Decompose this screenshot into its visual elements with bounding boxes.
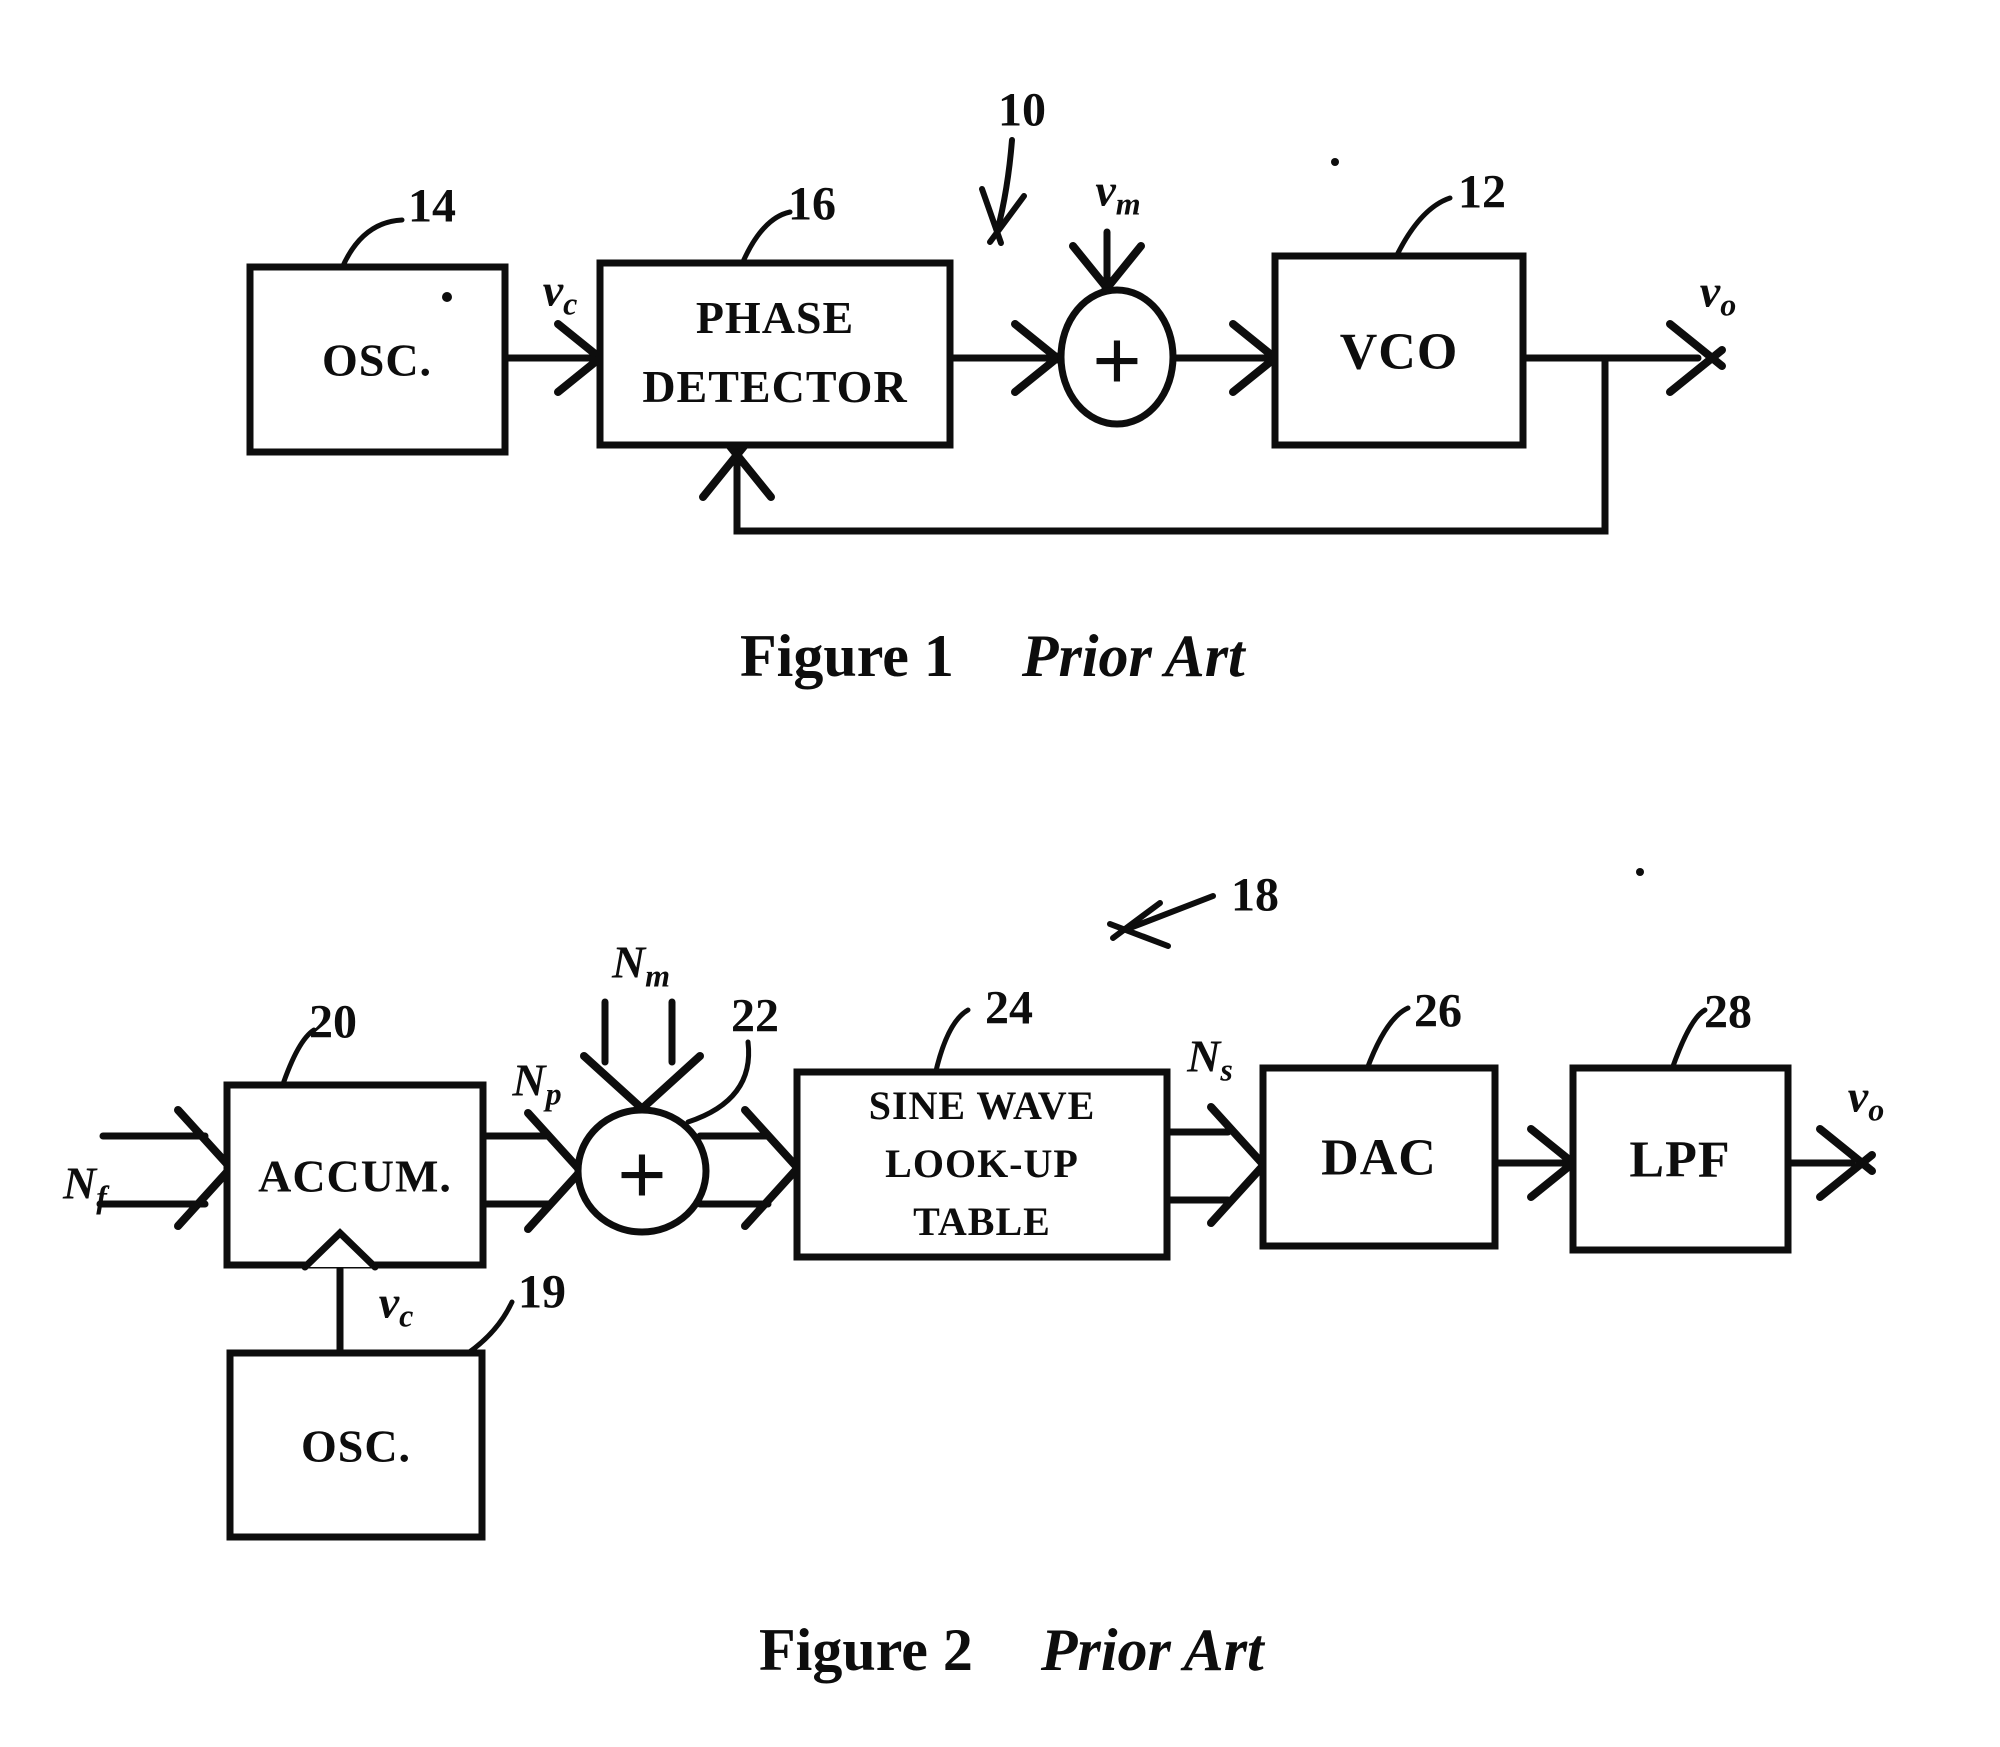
- ref-26: 26: [1414, 984, 1462, 1038]
- fig2-summer-plus: +: [616, 1127, 668, 1224]
- figure2-caption: Figure 2 Prior Art: [759, 1616, 1264, 1685]
- accum-box: [223, 1081, 487, 1269]
- fig2-summing-junction: [574, 1106, 710, 1236]
- figure1-caption-title: Figure 1: [740, 623, 954, 689]
- fig1-summing-junction: [1057, 286, 1177, 428]
- signal-nm: Nm: [611, 936, 671, 994]
- signal-ns: Ns: [1187, 1030, 1233, 1088]
- figure2-caption-note: Prior Art: [1040, 1617, 1264, 1683]
- figure2-caption-title: Figure 2: [759, 1617, 973, 1683]
- fig2-scan-speck: [1636, 868, 1644, 876]
- fig1-ref-leaders: [339, 137, 1453, 271]
- lpf-box: [1569, 1064, 1792, 1254]
- sine-table-line1: SINE WAVE: [868, 1083, 1096, 1128]
- ref-20: 20: [309, 995, 357, 1049]
- signal-vo-fig1: vo: [1699, 265, 1737, 323]
- fig1-scan-specks: [442, 158, 1339, 302]
- phase-detector-label: PHASE DETECTOR: [642, 283, 907, 421]
- lpf-label: LPF: [1629, 1131, 1731, 1189]
- dac-label: DAC: [1321, 1129, 1437, 1187]
- fig1-boxes: [246, 252, 1527, 456]
- signal-vo-fig2: vo: [1847, 1070, 1885, 1128]
- ref-16: 16: [788, 177, 836, 231]
- signal-vm: vm: [1095, 164, 1141, 222]
- fig2-connectors: [336, 1159, 1856, 1357]
- leader-arrow-10: [994, 137, 1015, 235]
- sine-table-label: SINE WAVE LOOK-UP TABLE: [869, 1077, 1096, 1251]
- phase-detector-line1: PHASE: [695, 292, 855, 343]
- leader-arrow-18: [1127, 893, 1216, 931]
- fig2-ref-leaders: [279, 893, 1708, 1356]
- vco-box: [1271, 252, 1527, 449]
- leader-28: [1669, 1007, 1708, 1072]
- ref-24: 24: [985, 981, 1033, 1035]
- phase-detector-box: [596, 259, 954, 449]
- leader-14: [339, 217, 405, 271]
- fig2-bus-lines: [96, 998, 1232, 1208]
- osc2-label: OSC.: [300, 1420, 412, 1472]
- ref-10: 10: [998, 83, 1046, 137]
- ref-18: 18: [1231, 868, 1279, 922]
- leader-19: [465, 1299, 515, 1356]
- figure1-caption-note: Prior Art: [1021, 623, 1245, 689]
- ref-12: 12: [1458, 165, 1506, 219]
- fig1-feedback-line: [733, 354, 1609, 535]
- osc-label: OSC.: [321, 334, 433, 386]
- signal-np: Np: [512, 1054, 562, 1112]
- leader-16: [739, 209, 793, 267]
- signal-vc-fig2: vc: [378, 1276, 414, 1334]
- ref-22: 22: [731, 989, 779, 1043]
- leader-12: [1393, 195, 1453, 260]
- sine-table-line2: LOOK-UP: [885, 1141, 1079, 1186]
- signal-nf: Nf: [63, 1157, 107, 1215]
- phase-detector-line2: DETECTOR: [642, 361, 908, 412]
- accum-clock-wedge-icon: [301, 1228, 379, 1271]
- sine-table-box: [793, 1068, 1171, 1261]
- ref-28: 28: [1704, 985, 1752, 1039]
- sine-table-line3: TABLE: [913, 1199, 1051, 1244]
- ref-14: 14: [408, 179, 456, 233]
- dac-box: [1259, 1064, 1499, 1250]
- fig1-summer-plus: +: [1091, 313, 1143, 410]
- signal-vc: vc: [542, 264, 578, 322]
- osc2-box: [226, 1349, 486, 1541]
- fig1-connectors: [501, 228, 1702, 535]
- osc-box: [246, 263, 509, 456]
- leader-24: [932, 1007, 971, 1078]
- leader-20: [279, 1027, 317, 1090]
- accum-label: ACCUM.: [258, 1150, 452, 1202]
- vco-label: VCO: [1339, 323, 1459, 381]
- leader-22: [685, 1039, 752, 1125]
- figure1-caption: Figure 1 Prior Art: [740, 622, 1245, 691]
- leader-26: [1364, 1005, 1411, 1072]
- ref-19: 19: [518, 1265, 566, 1319]
- fig2-boxes: [223, 1064, 1792, 1541]
